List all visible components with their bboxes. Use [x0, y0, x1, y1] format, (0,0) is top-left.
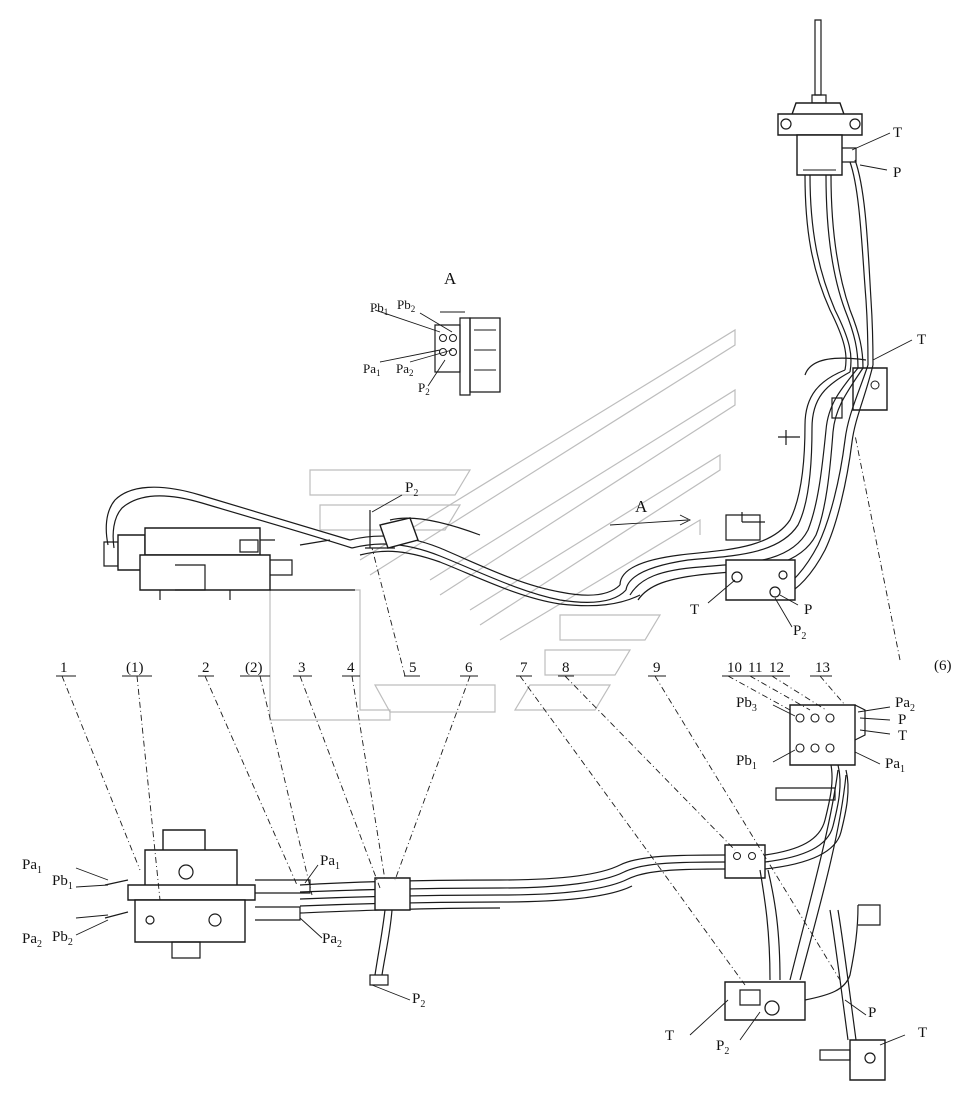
label-detail-pb1: Pb1 — [370, 300, 388, 317]
callout-7: 7 — [520, 660, 528, 676]
hose-bundle-lower — [299, 759, 849, 914]
label-main-pb1: Pb1 — [52, 873, 73, 892]
label-block-pb1: Pb1 — [736, 753, 757, 772]
callout-8: 8 — [562, 660, 570, 676]
callout-paren-2: (2) — [245, 660, 263, 676]
label-detail-a: A — [444, 269, 457, 288]
label-lower-p2: P2 — [412, 991, 425, 1010]
label-center-p2: P2 — [405, 480, 418, 499]
detail-view-a — [434, 311, 501, 396]
callout-13: 13 — [815, 660, 830, 676]
tee-fitting-lower — [369, 877, 411, 986]
label-block-p: P — [898, 712, 906, 728]
junction-block-center — [725, 512, 796, 601]
callout-4: 4 — [347, 660, 355, 676]
label-main-pa2-right: Pa2 — [322, 931, 342, 950]
label-main-pa1: Pa1 — [22, 857, 42, 876]
callout-10: 10 — [727, 660, 742, 676]
callout-3: 3 — [298, 660, 306, 676]
label-pilot-t: T — [893, 125, 902, 141]
callout-11: 11 — [748, 660, 762, 676]
label-pilot-p: P — [893, 165, 901, 181]
callout-numbers: 1 (1) 2 (2) 3 4 5 6 7 8 9 10 11 12 13 — [60, 660, 830, 676]
tee-fitting-upper — [365, 510, 481, 549]
junction-block-upper — [778, 367, 888, 445]
label-main-pa1-right: Pa1 — [320, 853, 340, 872]
label-lower-p: P — [868, 1005, 876, 1021]
leader-lines — [61, 132, 913, 1046]
callout-2: 2 — [202, 660, 210, 676]
callout-5: 5 — [409, 660, 417, 676]
label-lower-t-left: T — [665, 1028, 674, 1044]
pilot-hoses — [804, 159, 874, 373]
callout-6: 6 — [465, 660, 473, 676]
label-block-pb3: Pb3 — [736, 695, 757, 714]
pedal-valve-corner — [819, 904, 886, 1081]
label-detail-pa2: Pa2 — [396, 361, 414, 378]
label-block-t: T — [898, 728, 907, 744]
label-block-pa1: Pa1 — [885, 756, 905, 775]
label-upper-block-t: T — [917, 332, 926, 348]
callout-paren-1: (1) — [126, 660, 144, 676]
pedal-valve-lower — [724, 769, 859, 1041]
upper-control-valve — [103, 527, 355, 600]
callout-1: 1 — [60, 660, 68, 676]
label-center-p2b: P2 — [793, 623, 806, 642]
callout-12: 12 — [769, 660, 784, 676]
label-detail-pa1: Pa1 — [363, 361, 381, 378]
label-main-pa2: Pa2 — [22, 931, 42, 950]
label-lower-p2b: P2 — [716, 1038, 729, 1057]
label-center-p: P — [804, 602, 812, 618]
label-view-arrow-a: A — [635, 497, 648, 516]
pilot-control-valve — [777, 19, 863, 176]
manifold-block-right — [775, 704, 866, 801]
label-main-pb2: Pb2 — [52, 929, 73, 948]
label-center-t: T — [690, 602, 699, 618]
callout-9: 9 — [653, 660, 661, 676]
junction-block-lower — [724, 844, 766, 879]
label-ref-6: (6) — [934, 658, 952, 674]
label-block-pa2: Pa2 — [895, 695, 915, 714]
main-control-valve — [104, 829, 311, 959]
label-detail-pb2: Pb2 — [397, 297, 415, 314]
label-lower-t-right: T — [918, 1025, 927, 1041]
background-watermark — [269, 328, 736, 721]
label-detail-p2: P2 — [418, 380, 430, 397]
